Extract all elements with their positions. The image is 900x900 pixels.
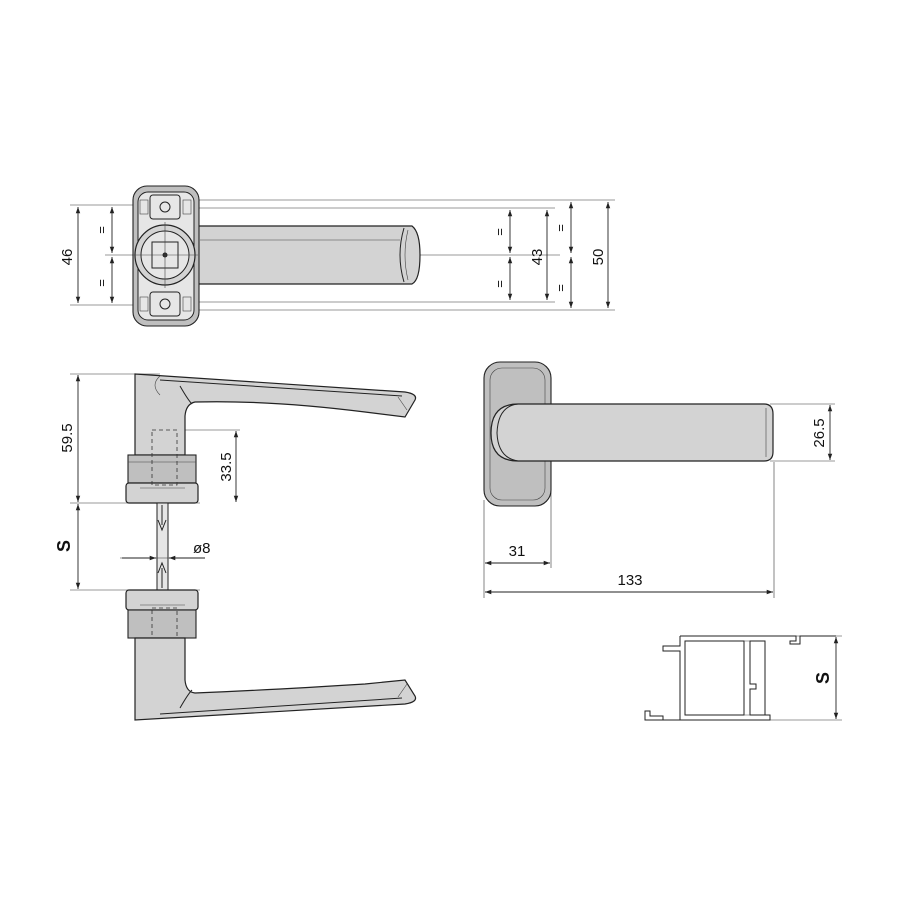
equal-mark-outer-top: = [553, 224, 568, 232]
dim-d8-label: ø8 [193, 540, 211, 557]
dim-43-label: 43 [529, 249, 546, 266]
dim-31-label: 31 [509, 543, 526, 560]
dim-33-5-label: 33.5 [218, 452, 235, 481]
side-upper-lever [134, 373, 417, 456]
equal-mark-outer-bottom: = [553, 284, 568, 292]
equal-mark-left-top: = [94, 226, 109, 234]
equal-mark-left-bottom: = [94, 279, 109, 287]
top-lever [194, 225, 421, 285]
dim-59-5-label: 59.5 [59, 423, 76, 452]
equal-mark-right-top: = [492, 228, 507, 236]
dim-50-label: 50 [590, 249, 607, 266]
side-lower-lever [134, 637, 417, 721]
dim-133-label: 133 [617, 572, 642, 589]
front-view: 26.5 31 133 [483, 361, 835, 598]
side-lower-rose [125, 589, 199, 611]
front-lever [490, 403, 774, 462]
side-view: 59.5 33.5 S ø8 [54, 373, 417, 721]
dim-46-label: 46 [59, 249, 76, 266]
dim-26-5-label: 26.5 [811, 418, 828, 447]
door-profile [644, 635, 836, 721]
profile-s-label: S [813, 672, 833, 684]
profile-section: S [644, 635, 842, 721]
top-view: 46 = = = = 43 = = 50 [59, 185, 615, 327]
equal-mark-right-bottom: = [492, 280, 507, 288]
dim-s-label: S [54, 540, 74, 552]
side-upper-rose [127, 454, 197, 484]
